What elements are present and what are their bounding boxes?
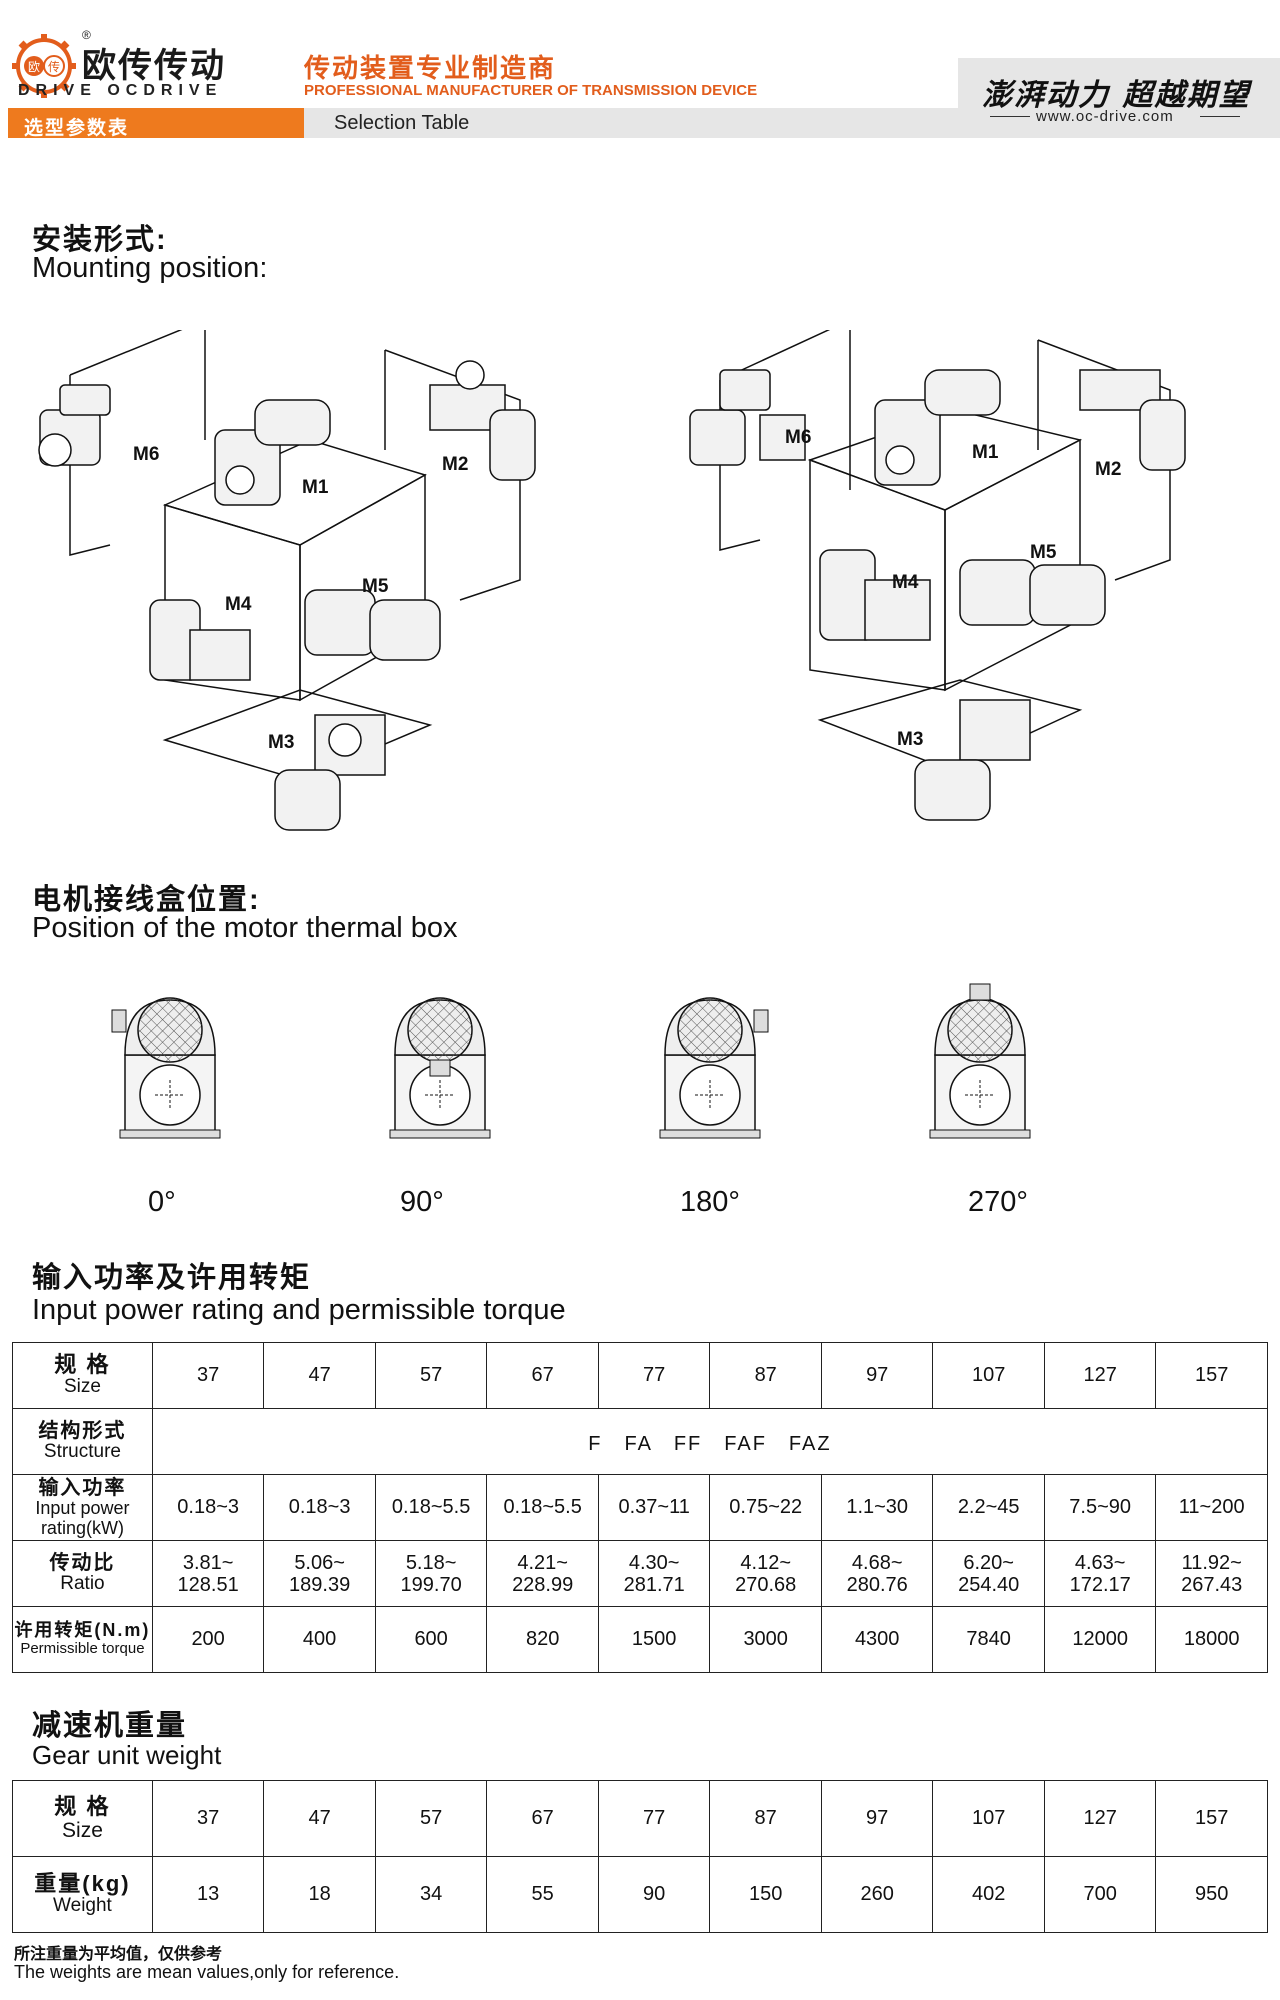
row-header-structure: 结构形式 Structure [12,1408,153,1475]
row-header-size: 规 格 Size [12,1342,153,1409]
mounting-title-en: Mounting position: [32,252,268,284]
slogan: 澎湃动力 超越期望 [982,78,1251,113]
svg-text:M5: M5 [362,576,389,597]
registered-mark: ® [82,28,91,42]
mounting-diagram-left: M6 M1 M2 M4 M5 M3 [38,330,536,831]
weight-title-cn: 减速机重量 [32,1710,188,1742]
thermal-box-0 [111,997,221,1139]
gear-logo-icon: 欧 传 [12,34,76,98]
svg-text:M6: M6 [785,427,811,448]
weight-row-header-size: 规 格 Size [12,1780,153,1857]
svg-text:M4: M4 [225,594,252,615]
header-gray-bar [300,108,1280,138]
table-row-size: 规 格 Size 37 47 57 67 77 87 97 107 127 15… [12,1342,1268,1409]
thermal-title-en: Position of the motor thermal box [32,912,458,944]
row-header-torque: 许用转矩(N.m) Permissible torque [12,1606,153,1673]
thermal-box-90 [389,997,491,1139]
mounting-title-cn: 安装形式: [32,224,168,256]
table-row-torque: 许用转矩(N.m) Permissible torque 200 400 600… [12,1606,1268,1673]
page-header: 欧 传 ® 欧传传动 DRIVE OCDRIVE 传动装置专业制造商 PROFE… [0,0,1280,139]
svg-text:M4: M4 [892,572,919,593]
thermal-box-diagrams [111,983,1031,1139]
thermal-label-90: 90° [400,1186,444,1218]
weight-row-header-weight: 重量(kg) Weight [12,1856,153,1933]
power-title-cn: 输入功率及许用转矩 [32,1262,312,1294]
weight-note-cn: 所注重量为平均值，仅供参考 [14,1946,223,1963]
gear-motor-units [38,360,536,831]
svg-text:M6: M6 [133,444,159,465]
power-title-en: Input power rating and permissible torqu… [32,1294,566,1326]
thermal-box-270 [929,983,1031,1139]
mounting-diagram-right: M6 M1 M2 M4 M5 M3 [689,330,1186,821]
row-header-ratio: 传动比 Ratio [12,1540,153,1607]
table-row-power: 输入功率 Input power rating(kW) 0.18~3 0.18~… [12,1474,1268,1541]
tagline-cn: 传动装置专业制造商 [304,53,557,83]
thermal-label-270: 270° [968,1186,1028,1218]
svg-text:M1: M1 [972,442,999,463]
thermal-label-180: 180° [680,1186,740,1218]
weight-row-values: 重量(kg) Weight 13 18 34 55 90 150 260 402… [12,1856,1268,1933]
svg-text:传: 传 [48,59,60,74]
svg-text:M3: M3 [897,729,923,750]
svg-text:欧: 欧 [28,60,40,74]
weight-note-en: The weights are mean values,only for ref… [14,1962,400,1982]
weight-table: 规 格 Size 37 47 57 67 77 87 97 107 127 15… [12,1780,1268,1933]
weight-title-en: Gear unit weight [32,1740,222,1770]
gear-motor-units [689,369,1186,821]
thermal-label-0: 0° [148,1186,176,1218]
svg-text:M2: M2 [1095,459,1121,480]
thermal-title-cn: 电机接线盒位置: [32,884,261,916]
url-divider-right [1200,116,1240,117]
brand-name-en: DRIVE OCDRIVE [18,82,223,99]
website-url: www.oc-drive.com [1036,108,1174,125]
table-row-ratio: 传动比 Ratio 3.81~128.51 5.06~189.39 5.18~1… [12,1540,1268,1607]
thermal-box-180 [659,997,769,1139]
section-tab-label: 选型参数表 [24,118,130,139]
section-tab: 选型参数表 [8,108,304,139]
weight-row-size: 规 格 Size 37 47 57 67 77 87 97 107 127 15… [12,1780,1268,1857]
structure-value: F FA FF FAF FAZ [152,1408,1269,1475]
section-tab-english: Selection Table [334,112,470,134]
tagline-en: PROFESSIONAL MANUFACTURER OF TRANSMISSIO… [304,82,758,99]
svg-text:M5: M5 [1030,542,1057,563]
brand-name-cn: 欧传传动 [82,47,226,85]
url-divider-left [990,116,1030,117]
svg-text:M2: M2 [442,454,468,475]
svg-text:M1: M1 [302,477,329,498]
power-torque-table: 规 格 Size 37 47 57 67 77 87 97 107 127 15… [12,1342,1269,1673]
table-row-structure: 结构形式 Structure F FA FF FAF FAZ [12,1408,1269,1475]
row-header-power: 输入功率 Input power rating(kW) [12,1474,153,1541]
svg-text:M3: M3 [268,732,294,753]
